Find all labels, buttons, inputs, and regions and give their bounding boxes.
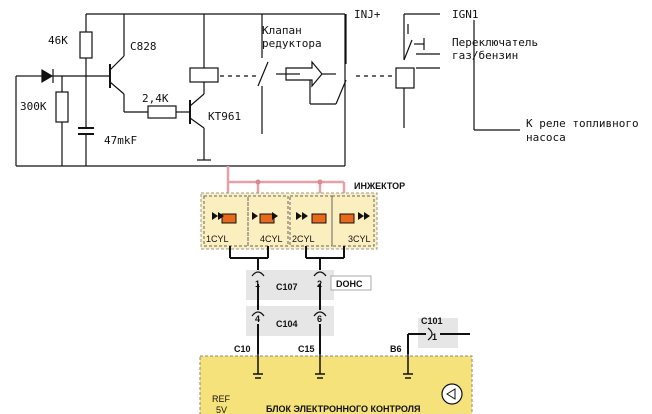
resistor-46k <box>79 31 93 59</box>
injector-coil <box>339 212 370 224</box>
relay-switch <box>257 61 269 87</box>
relay-right-switch <box>403 39 413 61</box>
cyl-label: 4CYL <box>260 234 283 244</box>
injector-coil <box>296 212 327 224</box>
dohc-badge <box>330 275 372 291</box>
label-c15: C15 <box>298 344 315 354</box>
cyl-label: 3CYL <box>348 234 371 244</box>
ecu-inputs <box>253 354 413 379</box>
pin-1-c101: 1 <box>432 332 437 342</box>
injector-block: 1CYL 4CYL 2CYL 3CYL <box>200 192 378 250</box>
pin-2: 2 <box>317 279 322 289</box>
label-5v: 5V <box>216 405 227 414</box>
schematic-labels: 46K C828 300K 2,4K KT961 47mkF Клапан ре… <box>20 8 639 147</box>
label-valve-2: редуктора <box>262 37 322 50</box>
label-b6: B6 <box>390 344 402 354</box>
label-dohc: DOHC <box>336 279 363 289</box>
diode <box>41 68 54 84</box>
label-kt961: KT961 <box>208 110 241 123</box>
label-c104: C104 <box>276 319 298 329</box>
injector-coil <box>252 212 278 224</box>
relay-coil <box>189 67 219 83</box>
label-46k: 46K <box>48 34 68 47</box>
injector-title: ИНЖЕКТОР <box>354 181 405 191</box>
label-valve-1: Клапан <box>262 24 302 37</box>
pin-1: 1 <box>255 279 260 289</box>
resistor-300k <box>55 91 69 123</box>
relay-right <box>395 67 415 89</box>
label-switch-2: газ/бензин <box>452 49 518 62</box>
label-c10: C10 <box>234 344 251 354</box>
label-switch-1: Переключатель <box>452 36 538 49</box>
valve-symbol <box>285 60 323 88</box>
harness-wires <box>257 284 321 354</box>
resistor-2-4k <box>147 105 177 119</box>
cyl-label: 2CYL <box>292 234 315 244</box>
label-inj-plus: INJ+ <box>354 8 381 21</box>
pin-6: 6 <box>317 314 322 324</box>
label-c101: C101 <box>421 316 443 326</box>
pin-4: 4 <box>255 314 260 324</box>
injector-coil <box>212 212 237 224</box>
label-47mkf: 47mkF <box>104 134 137 147</box>
label-relay-2: насоса <box>526 131 566 144</box>
label-c107: C107 <box>276 282 298 292</box>
label-300k: 300K <box>20 100 47 113</box>
ecu-title: БЛОК ЭЛЕКТРОННОГО КОНТРОЛЯ <box>266 404 420 414</box>
ground-symbol-icon <box>441 383 463 405</box>
cyl-label: 1CYL <box>206 234 229 244</box>
signal-wires <box>229 246 345 276</box>
label-c828: C828 <box>130 40 157 53</box>
label-ign1: IGN1 <box>452 8 479 21</box>
label-ref: REF <box>212 394 231 404</box>
label-relay-1: К реле топливного <box>526 117 639 130</box>
label-2-4k: 2,4K <box>142 92 169 105</box>
transistor-circuit <box>15 13 520 167</box>
ecu-block <box>199 355 473 414</box>
